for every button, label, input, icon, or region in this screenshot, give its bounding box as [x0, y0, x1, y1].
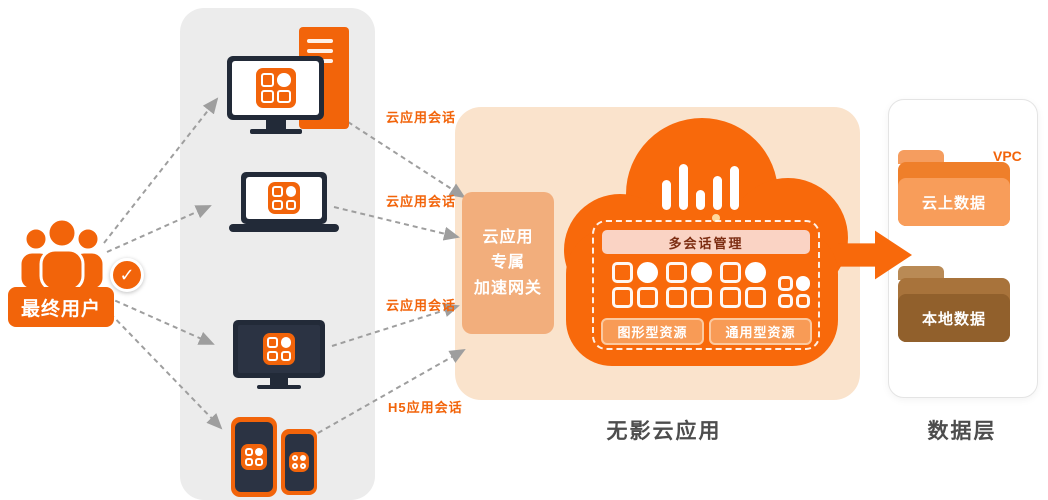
app-square — [637, 287, 658, 308]
app-square — [255, 458, 263, 466]
phone-icon — [281, 429, 317, 495]
session-label-1: 云应用会话 — [386, 110, 457, 125]
session-label-3: 云应用会话 — [386, 298, 457, 313]
graphics-resource-box: 图形型资源 — [601, 318, 704, 345]
cloud-data-folder: 云上数据 — [898, 150, 1010, 226]
folder-tab — [898, 150, 944, 164]
multi-session-bar: 多会话管理 — [602, 230, 810, 254]
cloud-app-grid-icon — [720, 262, 766, 308]
app-square — [691, 287, 712, 308]
app-square — [720, 262, 741, 283]
monitor-stand — [270, 378, 288, 385]
app-square — [277, 89, 291, 103]
end-users-label: 最终用户 — [8, 287, 114, 327]
laptop-screen-icon — [241, 172, 327, 224]
bar-chart-icon — [652, 146, 748, 210]
bar — [678, 164, 688, 210]
app-square — [778, 293, 793, 308]
app-square — [245, 448, 253, 456]
session-manager-box — [592, 220, 820, 350]
laptop-base — [229, 224, 339, 232]
app-square — [245, 458, 253, 466]
app-grid-icon — [255, 68, 296, 108]
app-square — [267, 337, 278, 348]
app-dot — [277, 73, 291, 87]
app-grid-icon — [268, 182, 300, 214]
app-square — [666, 287, 687, 308]
bar — [729, 166, 739, 210]
app-dot — [691, 262, 712, 283]
monitor-base — [250, 129, 302, 134]
phone-icon — [231, 417, 277, 497]
app-grid-icon — [289, 452, 309, 472]
monitor-stand — [266, 120, 286, 129]
app-dot — [300, 455, 306, 461]
gateway-box: 云应用 专属 加速网关 — [462, 192, 554, 334]
bar — [661, 180, 671, 210]
session-label-2: 云应用会话 — [386, 194, 457, 209]
users-icon — [18, 217, 106, 290]
app-square — [720, 287, 741, 308]
app-square — [260, 73, 274, 87]
app-square — [292, 455, 298, 461]
folder-front: 本地数据 — [898, 294, 1010, 342]
folder-front: 云上数据 — [898, 178, 1010, 226]
cloud-app-caption: 无影云应用 — [606, 420, 722, 443]
app-square — [272, 199, 283, 210]
app-square — [292, 463, 298, 469]
data-layer-caption: 数据层 — [927, 420, 997, 443]
document-line — [307, 49, 333, 53]
app-square — [267, 350, 278, 361]
app-square — [272, 186, 283, 197]
app-dot — [795, 276, 810, 291]
monitor-frame-icon — [233, 320, 325, 378]
app-dot — [637, 262, 658, 283]
local-data-folder: 本地数据 — [898, 266, 1010, 342]
chart-dot — [712, 214, 720, 222]
folder-body: 云上数据 — [898, 162, 1010, 226]
app-dot — [255, 448, 263, 456]
app-square — [612, 287, 633, 308]
cloud-app-grid-icon — [612, 262, 658, 308]
cloud-app-grid-icon — [778, 276, 810, 308]
app-square — [285, 199, 296, 210]
app-square — [778, 276, 793, 291]
bar — [712, 176, 722, 210]
app-grid-icon — [241, 444, 267, 470]
desktop-monitor-icon — [227, 56, 324, 120]
app-dot — [745, 262, 766, 283]
app-dot — [280, 337, 291, 348]
app-square — [260, 89, 274, 103]
app-grid-icon — [263, 333, 295, 365]
session-label-4: H5应用会话 — [388, 400, 463, 415]
folder-body: 本地数据 — [898, 278, 1010, 342]
app-square — [280, 350, 291, 361]
folder-label: 本地数据 — [921, 310, 986, 328]
monitor-base — [257, 385, 301, 389]
app-square — [612, 262, 633, 283]
app-square — [795, 293, 810, 308]
app-square — [300, 463, 306, 469]
general-resource-box: 通用型资源 — [709, 318, 812, 345]
bar — [695, 190, 705, 210]
folder-tab — [898, 266, 944, 280]
cloud-app-grid-icon — [666, 262, 712, 308]
checkmark-icon: ✓ — [110, 258, 144, 292]
folder-label: 云上数据 — [921, 194, 986, 212]
app-square — [745, 287, 766, 308]
vpc-label: VPC — [993, 148, 1022, 164]
app-square — [666, 262, 687, 283]
app-dot — [285, 186, 296, 197]
document-line — [307, 39, 333, 43]
